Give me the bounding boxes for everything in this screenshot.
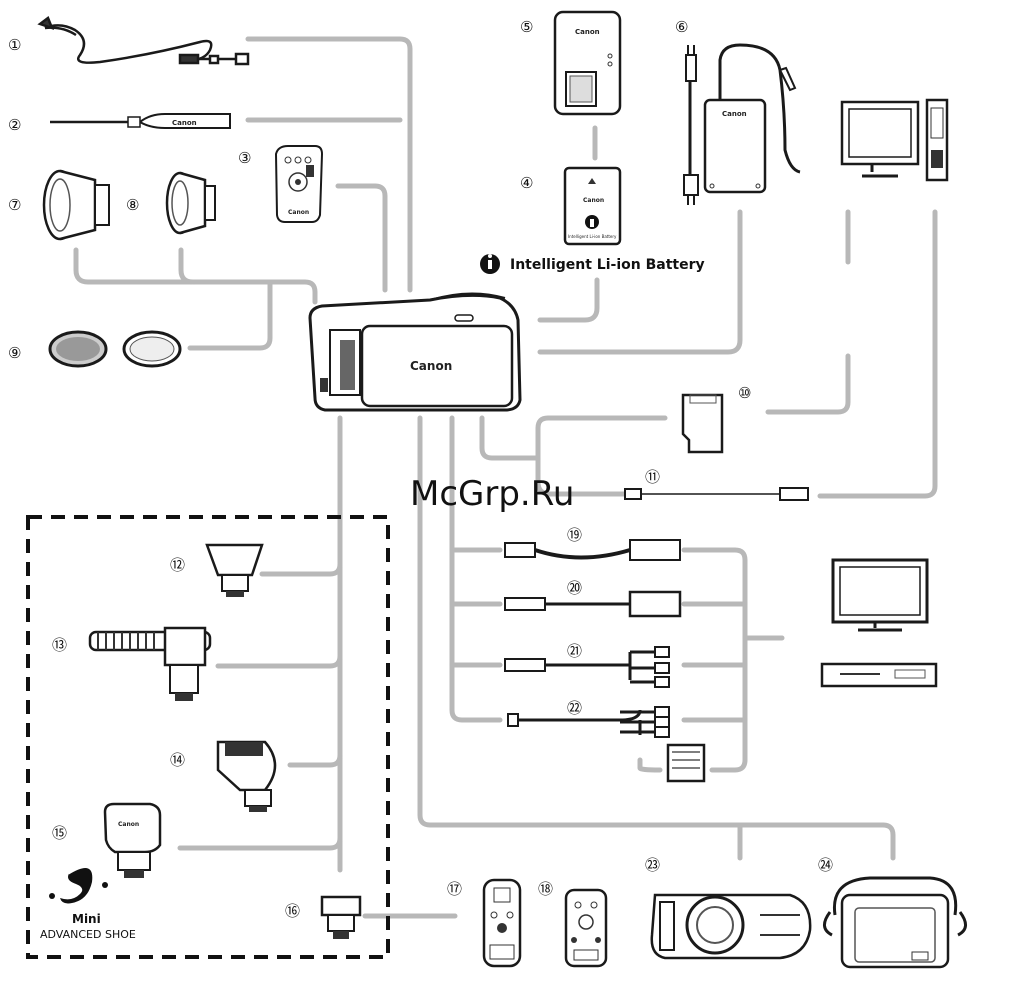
av-cable [508,707,704,781]
number-9: ⑨ [8,344,21,362]
number-6: ⑥ [675,18,688,36]
number-17: ⑰ [447,880,462,898]
soft-carrying-case [824,878,965,967]
advanced-shoe-adapter [322,897,360,939]
number-2: ② [8,116,21,134]
number-19: ⑲ [567,526,582,544]
number-8: ⑧ [126,196,139,214]
battery-label: Intelligent Li-ion Battery [510,257,705,273]
number-23: ㉓ [645,856,660,874]
number-11: ⑪ [645,468,660,486]
wrist-strap: Canon [50,114,230,128]
shoulder-strap [40,18,248,64]
battery-video-light [218,742,275,812]
svg-text:Canon: Canon [575,28,600,36]
filter-set [50,332,180,366]
mini-advanced-shoe-frame [28,517,388,957]
battery-logo-label: Intelligent Li-ion Battery [480,254,705,274]
stereo-video-cable [505,647,669,687]
computer [842,100,947,180]
number-16: ⑯ [285,902,300,920]
svg-text:Canon: Canon [583,197,604,204]
wireless-controller: Canon [276,146,322,222]
number-21: ㉑ [567,642,582,660]
number-10: ⑩ [738,384,751,402]
number-15: ⑮ [52,824,67,842]
number-5: ⑤ [520,18,533,36]
television [833,560,927,630]
number-24: ㉔ [818,856,833,874]
number-3: ③ [238,149,251,167]
number-20: ⑳ [567,579,582,597]
video-light [207,545,262,597]
component-cable [505,592,680,616]
svg-text:Canon: Canon [172,119,197,127]
number-18: ⑱ [538,880,553,898]
usb-cable [625,488,808,500]
number-7: ⑦ [8,196,21,214]
number-22: ㉒ [567,699,582,717]
camcorder: Canon [310,293,520,410]
number-14: ⑭ [170,751,185,769]
remote-controller-18 [566,890,606,966]
shoe-label-mini: Mini [72,912,101,926]
number-1: ① [8,36,21,54]
wide-converter-lens [44,171,109,239]
battery-pack: Canon Intelligent Li-ion Battery [565,168,620,244]
directional-microphone [90,628,210,701]
compact-power-adapter: Canon [684,45,800,205]
watermark: McGrp.Ru [410,474,574,514]
svg-text:Canon: Canon [118,821,139,828]
waterproof-case [652,895,810,958]
battery-charger: Canon [555,12,620,114]
svg-text:Canon: Canon [288,209,309,216]
shoe-label-advanced: ADVANCED SHOE [40,928,136,941]
speedlite-flash: Canon [105,804,160,878]
hdmi-cable [505,540,680,560]
svg-text:Canon: Canon [722,110,747,118]
number-13: ⑬ [52,636,67,654]
memory-card [683,395,722,452]
number-4: ④ [520,174,533,192]
number-12: ⑫ [170,556,185,574]
video-recorder [822,664,936,686]
mini-advanced-shoe-logo: Mini ADVANCED SHOE [40,868,136,941]
svg-text:Intelligent Li-ion Battery: Intelligent Li-ion Battery [568,234,617,239]
remote-controller-17 [484,880,520,966]
tele-converter-lens [167,173,215,233]
camcorder-brand: Canon [410,359,452,373]
